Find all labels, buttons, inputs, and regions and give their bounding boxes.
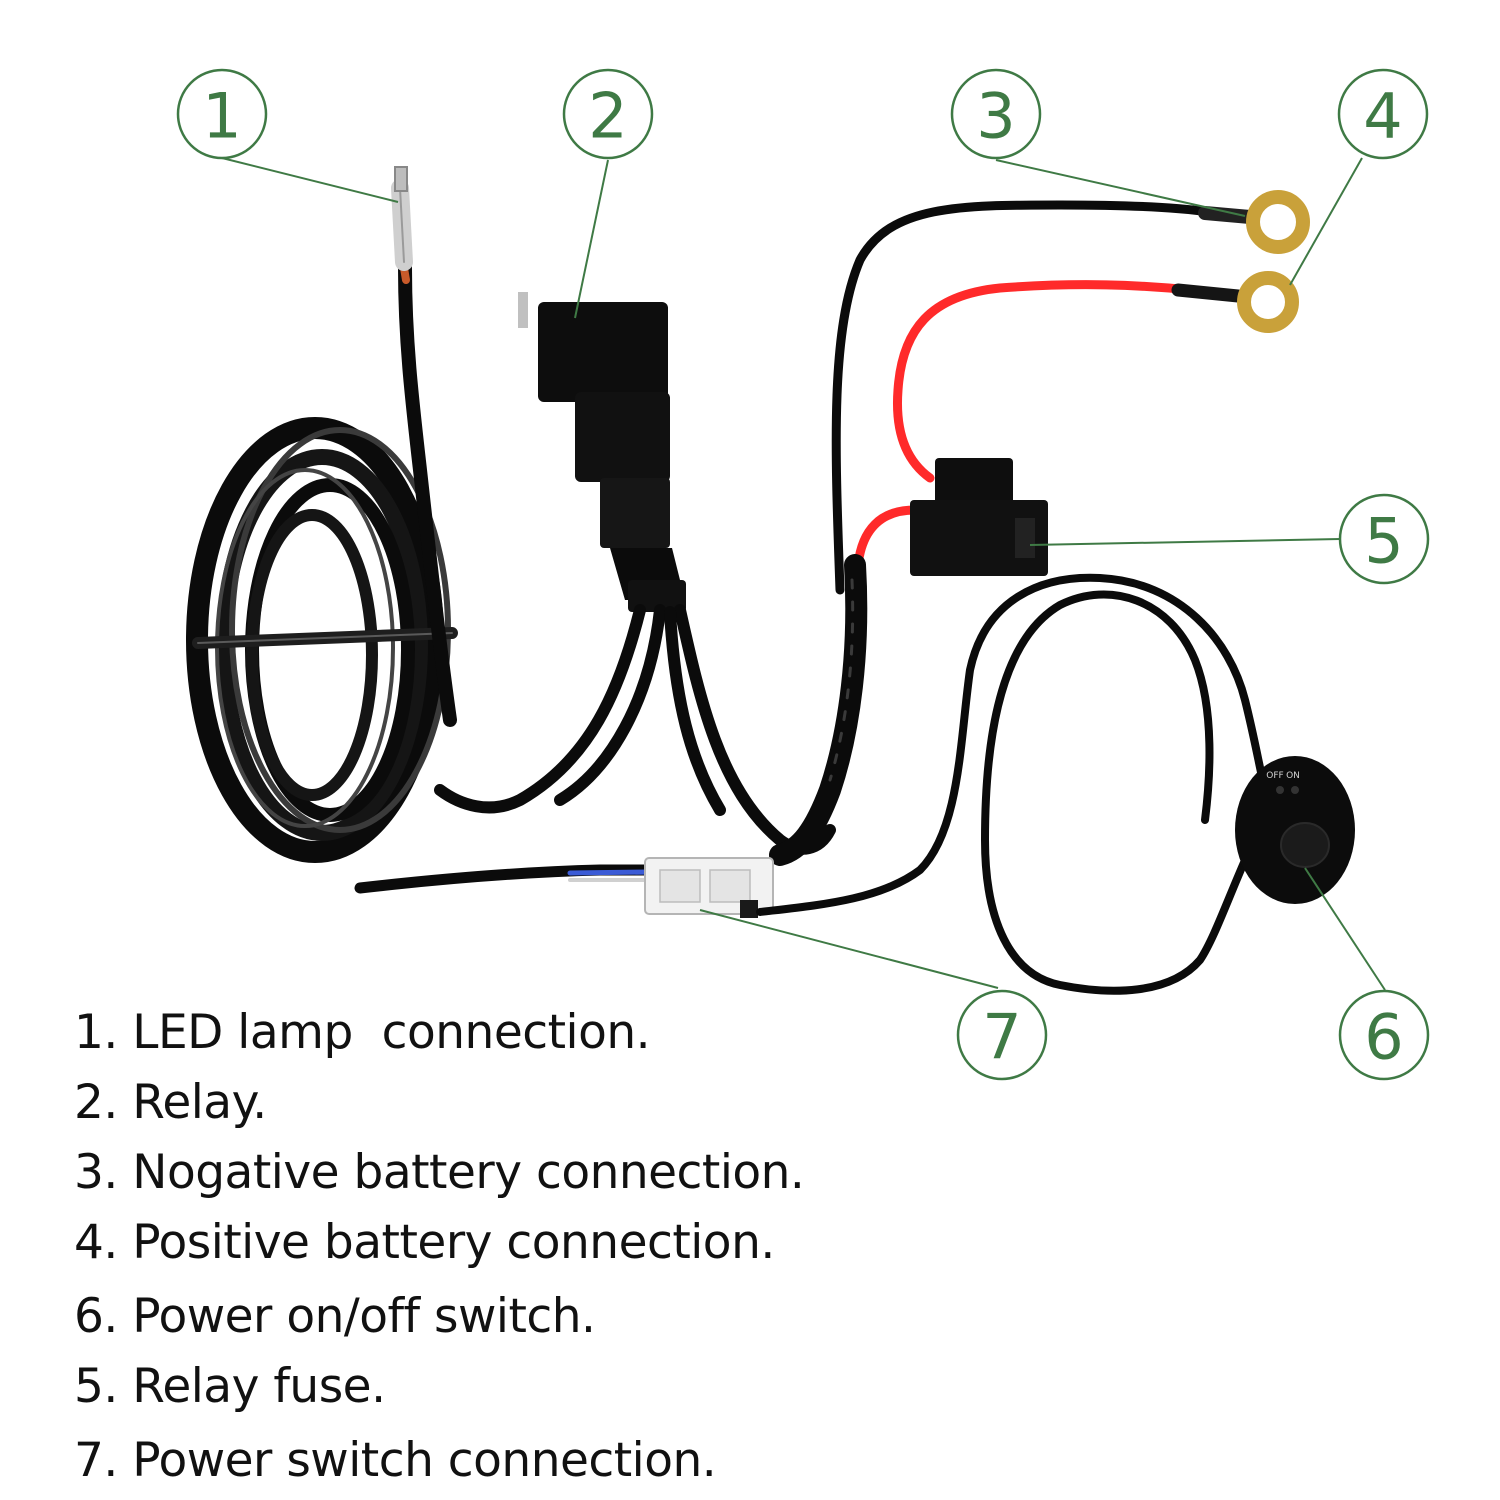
leader-line-1 <box>221 157 399 203</box>
callout-2: 2 <box>562 68 654 160</box>
callout-6: 6 <box>1338 989 1430 1081</box>
switch-connection-wire <box>354 864 656 894</box>
leader-line-7 <box>699 909 999 989</box>
legend-item-relay: 2. Relay. <box>74 1075 267 1130</box>
fuse-holder <box>910 458 1048 576</box>
positive-battery-wire <box>853 280 1245 570</box>
power-switch: OFF ON <box>1235 756 1355 904</box>
legend-item-power-switch: 6. Power on/off switch. <box>74 1289 596 1344</box>
legend-item-positive-battery: 4. Positive battery connection. <box>74 1215 775 1270</box>
relay-leads <box>434 604 836 855</box>
callout-4-number: 4 <box>1363 80 1402 153</box>
switch-connector <box>644 857 774 918</box>
switch-off-marking: OFF <box>1266 771 1283 781</box>
callout-7: 7 <box>956 989 1048 1081</box>
callout-1: 1 <box>176 68 268 160</box>
callout-3: 3 <box>950 68 1042 160</box>
callout-2-number: 2 <box>588 80 627 153</box>
callout-5: 5 <box>1338 493 1430 585</box>
callout-5-number: 5 <box>1364 505 1403 578</box>
relay <box>518 292 686 612</box>
positive-ring-terminal <box>1237 271 1299 333</box>
led-lamp-wire <box>391 166 457 727</box>
legend-item-relay-fuse: 5. Relay fuse. <box>74 1359 386 1414</box>
switch-cable <box>756 573 1279 995</box>
callout-6-number: 6 <box>1364 1001 1403 1074</box>
switch-on-marking: ON <box>1286 771 1300 781</box>
leader-line-4 <box>1289 157 1363 286</box>
negative-ring-terminal <box>1246 190 1310 254</box>
coiled-harness <box>186 417 458 863</box>
callout-4: 4 <box>1337 68 1429 160</box>
taped-trunk <box>769 554 868 866</box>
leader-line-6 <box>1304 867 1386 991</box>
callout-7-number: 7 <box>982 1001 1021 1074</box>
leader-line-3 <box>995 159 1246 217</box>
callout-1-number: 1 <box>202 80 241 153</box>
leader-lines <box>221 157 1386 991</box>
legend: 1. LED lamp connection. 2. Relay. 3. Nog… <box>74 998 805 1496</box>
leader-line-2 <box>574 159 609 319</box>
legend-item-negative-battery: 3. Nogative battery connection. <box>74 1145 805 1200</box>
leader-line-5 <box>1029 538 1341 546</box>
legend-item-led-lamp: 1. LED lamp connection. <box>74 1005 651 1060</box>
callout-3-number: 3 <box>976 80 1015 153</box>
legend-item-switch-connection: 7. Power switch connection. <box>74 1433 717 1488</box>
